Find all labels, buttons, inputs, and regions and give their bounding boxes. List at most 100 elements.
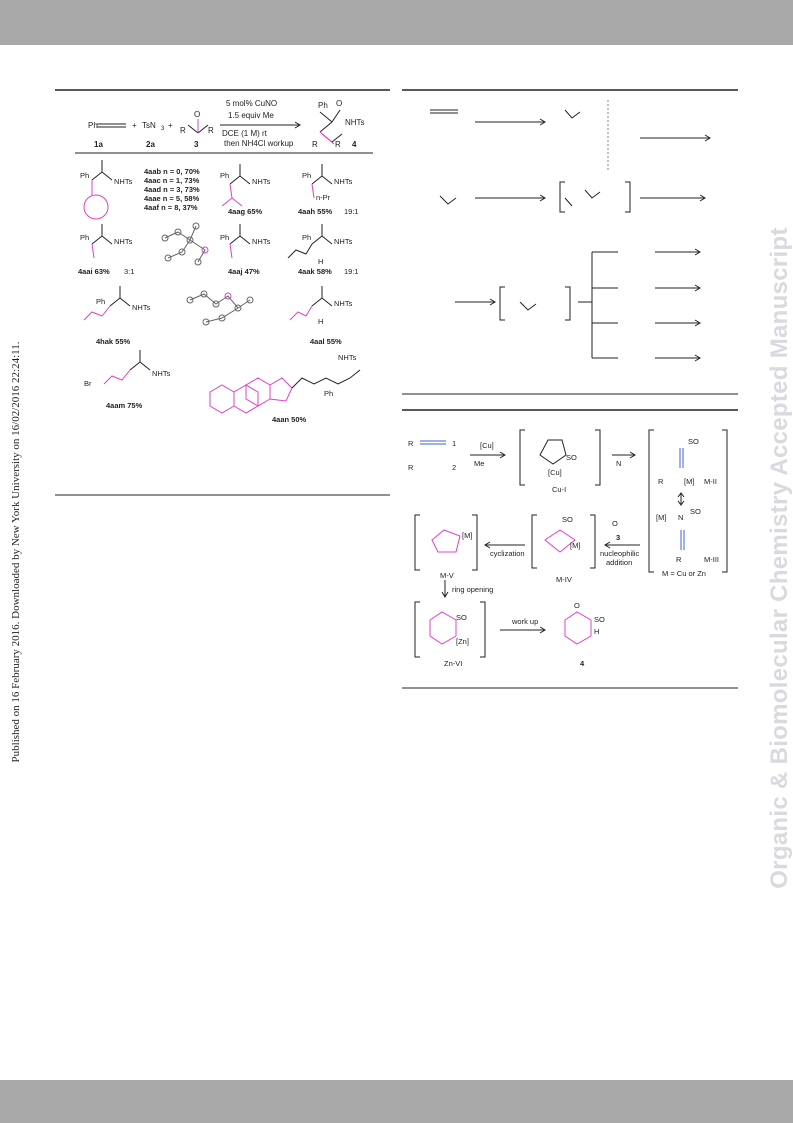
ph-e: Ph <box>220 233 229 242</box>
mech-m-v: [M] <box>462 531 472 540</box>
product-aag: 4aag 65% <box>228 207 263 216</box>
mech-miv: M-IV <box>556 575 572 584</box>
products-row1-text: Ph NHTs 4aab n = 0, 70% 4aac n = 1, 73% … <box>80 167 359 216</box>
nhts-h: NHTs <box>334 299 353 308</box>
ph-f: Ph <box>302 233 311 242</box>
mech-so2-iv: SO <box>562 515 573 524</box>
mech-o-4: O <box>574 601 580 610</box>
mech-workup: work up <box>511 617 538 626</box>
reagent-ph: Ph <box>88 121 98 130</box>
condition-2: 1.5 equiv Me <box>228 111 274 120</box>
npr-label: n-Pr <box>316 193 331 202</box>
label-4: 4 <box>352 140 357 149</box>
condition-4: then NH4Cl workup <box>224 139 294 148</box>
plus-1: + <box>132 121 137 130</box>
mech-m-ii: [M] <box>684 477 694 486</box>
scheme-right-top <box>402 89 738 395</box>
mech-so2: SO <box>566 453 577 462</box>
mech-ring-opening: ring opening <box>452 585 493 594</box>
aak1-ratio: 19:1 <box>344 267 359 276</box>
mech-nucleo1: nucleophilic <box>600 549 639 558</box>
product-aak1: 4aak 58% <box>298 267 332 276</box>
nhts-i: NHTs <box>152 369 171 378</box>
label-2a: 2a <box>146 140 155 149</box>
reagent-r2: R <box>208 126 214 135</box>
mech-r2so2n3: R <box>408 463 414 472</box>
products-row2-text: Ph NHTs 4aai 63% 3:1 Ph NHTs 4aaj 47% Ph… <box>78 233 359 276</box>
mech-so2-4: SO <box>594 615 605 624</box>
product-list-5: 4aaf n = 8, 37% <box>144 203 198 212</box>
header-band <box>0 0 793 45</box>
scheme-left-text: Ph + TsN 3 + O R R 5 mol% CuNO 1.5 equiv… <box>88 99 365 149</box>
plus-2: + <box>168 121 173 130</box>
nhts-e: NHTs <box>252 237 271 246</box>
mech-cyclization: cyclization <box>490 549 525 558</box>
mechanism <box>402 409 738 689</box>
br-label: Br <box>84 379 92 388</box>
mech-me2zn: Me <box>474 459 484 468</box>
products-row3-text: Ph NHTs 4hak 55% NHTs H 4aal 55% <box>96 297 353 346</box>
ph-a: Ph <box>80 171 89 180</box>
mechanism-text: R 1 R 2 [Cu] Me SO [Cu] Cu-I N SO R [M] … <box>408 437 719 668</box>
mech-r1: R <box>408 439 414 448</box>
nhts-b: NHTs <box>252 177 271 186</box>
product-list-4: 4aae n = 5, 58% <box>144 194 200 203</box>
products-row2 <box>91 222 333 266</box>
product-o: O <box>336 99 342 108</box>
reagent-n3-sub: 3 <box>161 126 165 132</box>
mech-three: 3 <box>616 533 620 542</box>
nhts-d: NHTs <box>114 237 133 246</box>
label-1a: 1a <box>94 140 103 149</box>
reagent-o: O <box>194 110 200 119</box>
product-aan: 4aan 50% <box>272 415 307 424</box>
nhts-f: NHTs <box>334 237 353 246</box>
products-row1 <box>83 160 333 220</box>
h-h: H <box>318 317 323 326</box>
nhts-g: NHTs <box>132 303 151 312</box>
product-r2: R <box>335 140 341 149</box>
product-aai: 4aai 63% <box>78 267 110 276</box>
h-f: H <box>318 257 323 266</box>
product-list-2: 4aac n = 1, 73% <box>144 176 200 185</box>
product-list-3: 4aad n = 3, 73% <box>144 185 200 194</box>
sub-label: Ph <box>96 297 105 306</box>
mech-cui: Cu-I <box>552 485 566 494</box>
mech-cu-inner: [Cu] <box>548 468 562 477</box>
mech-zn: [Zn] <box>456 637 469 646</box>
ph-b: Ph <box>220 171 229 180</box>
ph-j: Ph <box>324 389 333 398</box>
mech-om: [M] <box>570 541 580 550</box>
mech-so2-iii: SO <box>690 507 701 516</box>
products-row4-text: Br NHTs 4aam 75% NHTs Ph 4aan 50% <box>84 353 357 424</box>
nhts-c: NHTs <box>334 177 353 186</box>
footer-band <box>0 1080 793 1123</box>
mech-so2-ii: SO <box>688 437 699 446</box>
mech-m-iii: [M] <box>656 513 666 522</box>
mech-cu: [Cu] <box>480 441 494 450</box>
aai-ratio: 3:1 <box>124 267 134 276</box>
mech-four: 4 <box>580 659 585 668</box>
products-row4 <box>103 350 361 414</box>
mech-r1-iii: R <box>676 555 682 564</box>
nhts-a: NHTs <box>114 177 133 186</box>
mech-o3: O <box>612 519 618 528</box>
mech-r1-ii: R <box>658 477 664 486</box>
condition-3: DCE (1 M) rt <box>222 129 268 138</box>
nhts-j: NHTs <box>338 353 357 362</box>
mech-mv: M-V <box>440 571 454 580</box>
condition-1: 5 mol% CuNO <box>226 99 277 108</box>
mech-h-4: H <box>594 627 599 636</box>
mech-mii: M-II <box>704 477 717 486</box>
mech-n2: N <box>616 459 621 468</box>
aah-ratio: 19:1 <box>344 207 359 216</box>
product-nhts: NHTs <box>345 118 365 127</box>
product-aaj: 4aaj 47% <box>228 267 260 276</box>
mech-so2-vi: SO <box>456 613 467 622</box>
reagent-r1: R <box>180 126 186 135</box>
products-row3 <box>83 286 333 326</box>
mech-one: 1 <box>452 439 456 448</box>
ph-c: Ph <box>302 171 311 180</box>
mech-mdef: M = Cu or Zn <box>662 569 706 578</box>
mech-nucleo2: addition <box>606 558 632 567</box>
